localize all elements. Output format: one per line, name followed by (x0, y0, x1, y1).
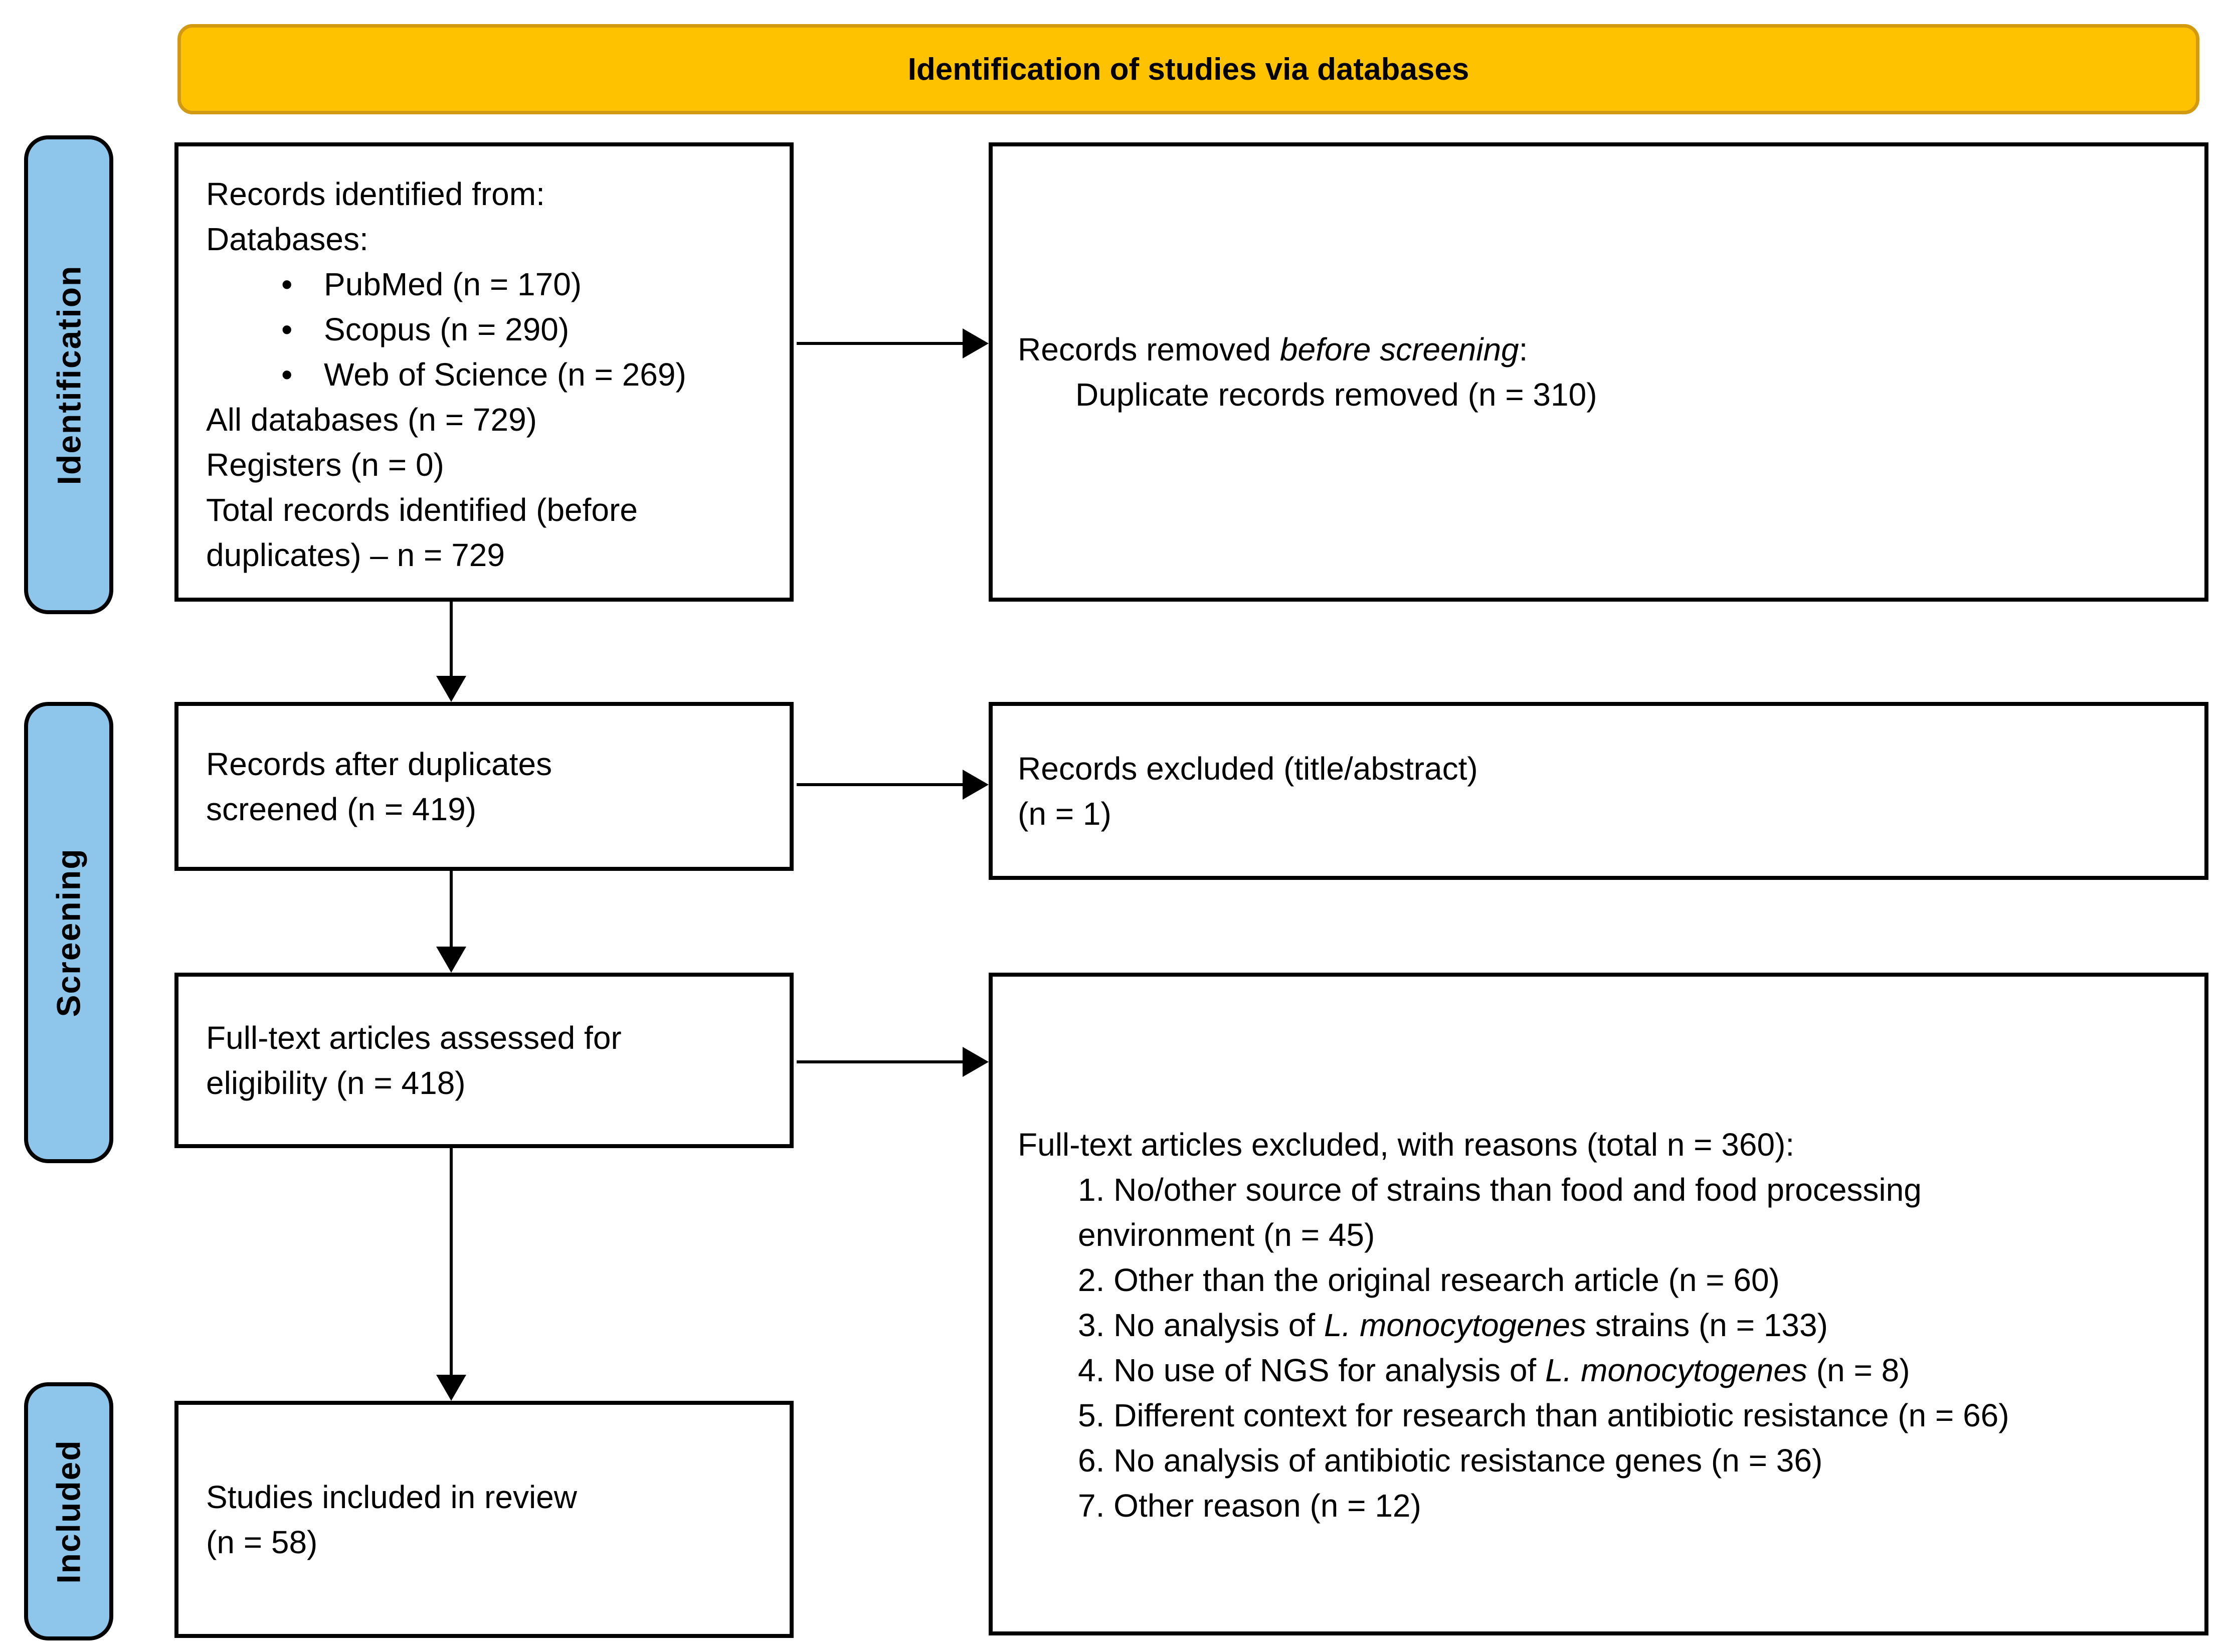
arrow-screened-to-excluded-head (963, 770, 989, 800)
text-line: (n = 58) (206, 1524, 318, 1560)
arrow-identified-to-removed-line (797, 342, 965, 345)
excluded-reason-5: 5. Different context for research than a… (1078, 1397, 2009, 1433)
box-records-excluded-title-abstract: Records excluded (title/abstract) (n = 1… (989, 702, 2208, 880)
stage-label-screening: Screening (24, 702, 113, 1163)
text-line: Records after duplicates (206, 746, 552, 782)
arrow-assessed-to-included-head (436, 1375, 466, 1401)
text-line: duplicates) – n = 729 (206, 537, 505, 573)
box-records-removed-before-screening: Records removed before screening: Duplic… (989, 142, 2208, 602)
banner-identification-via-databases: Identification of studies via databases (177, 24, 2199, 114)
arrow-assessed-to-included-line (450, 1146, 453, 1379)
bullet-glyph: • (281, 266, 293, 302)
excluded-reason-4: 4. No use of NGS for analysis of L. mono… (1078, 1352, 1910, 1388)
text-line: Duplicate records removed (n = 310) (1075, 377, 1597, 413)
text-line: eligibility (n = 418) (206, 1065, 466, 1101)
excluded-reason-6: 6. No analysis of antibiotic resistance … (1078, 1442, 1823, 1479)
box-records-after-duplicates-screened: Records after duplicates screened (n = 4… (174, 702, 794, 871)
text-line: All databases (n = 729) (206, 402, 537, 438)
text-line: screened (n = 419) (206, 791, 476, 827)
text-line: Databases: (206, 221, 368, 257)
bullet-line: •PubMed (n = 170) (206, 262, 775, 307)
text-line: Studies included in review (206, 1479, 577, 1515)
excluded-reason-1: 1. No/other source of strains than food … (1018, 1167, 2189, 1257)
text-line: Records identified from: (206, 176, 545, 212)
arrow-screened-to-assessed-line (450, 869, 453, 950)
text-line: Registers (n = 0) (206, 447, 444, 483)
box-studies-included-review: Studies included in review (n = 58) (174, 1401, 794, 1638)
bullet-line: •Scopus (n = 290) (206, 307, 775, 352)
arrow-identified-to-removed-head (963, 328, 989, 358)
excluded-reason-7: 7. Other reason (n = 12) (1078, 1488, 1421, 1524)
text-line: Full-text articles assessed for (206, 1020, 622, 1056)
stage-label-included: Included (24, 1382, 113, 1640)
excluded-reason-1-wrap: environment (n = 45) (1078, 1217, 1375, 1253)
arrow-screened-to-assessed-head (436, 947, 466, 973)
banner-title: Identification of studies via databases (907, 52, 1469, 87)
excluded-heading: Full-text articles excluded, with reason… (1018, 1127, 1795, 1163)
arrow-assessed-to-excluded-line (797, 1060, 965, 1063)
box-fulltext-assessed-eligibility: Full-text articles assessed for eligibil… (174, 973, 794, 1148)
arrow-screened-to-excluded-line (797, 783, 965, 786)
arrow-assessed-to-excluded-head (963, 1047, 989, 1077)
excluded-reason-2: 2. Other than the original research arti… (1078, 1262, 1780, 1298)
stage-label-identification: Identification (24, 135, 113, 614)
box-fulltext-excluded-reasons: Full-text articles excluded, with reason… (989, 973, 2208, 1635)
arrow-identified-to-screened-line (450, 600, 453, 680)
arrow-identified-to-screened-head (436, 676, 466, 702)
bullet-glyph: • (281, 356, 293, 393)
text-line: Records excluded (title/abstract) (1018, 750, 1478, 787)
text-line: Records removed before screening: (1018, 331, 1528, 368)
bullet-glyph: • (281, 311, 293, 347)
text-line: (n = 1) (1018, 795, 1111, 832)
box-records-identified: Records identified from: Databases: •Pub… (174, 142, 794, 602)
excluded-reason-3: 3. No analysis of L. monocytogenes strai… (1078, 1307, 1828, 1343)
text-line: Total records identified (before (206, 492, 638, 528)
bullet-line: •Web of Science (n = 269) (206, 352, 775, 397)
